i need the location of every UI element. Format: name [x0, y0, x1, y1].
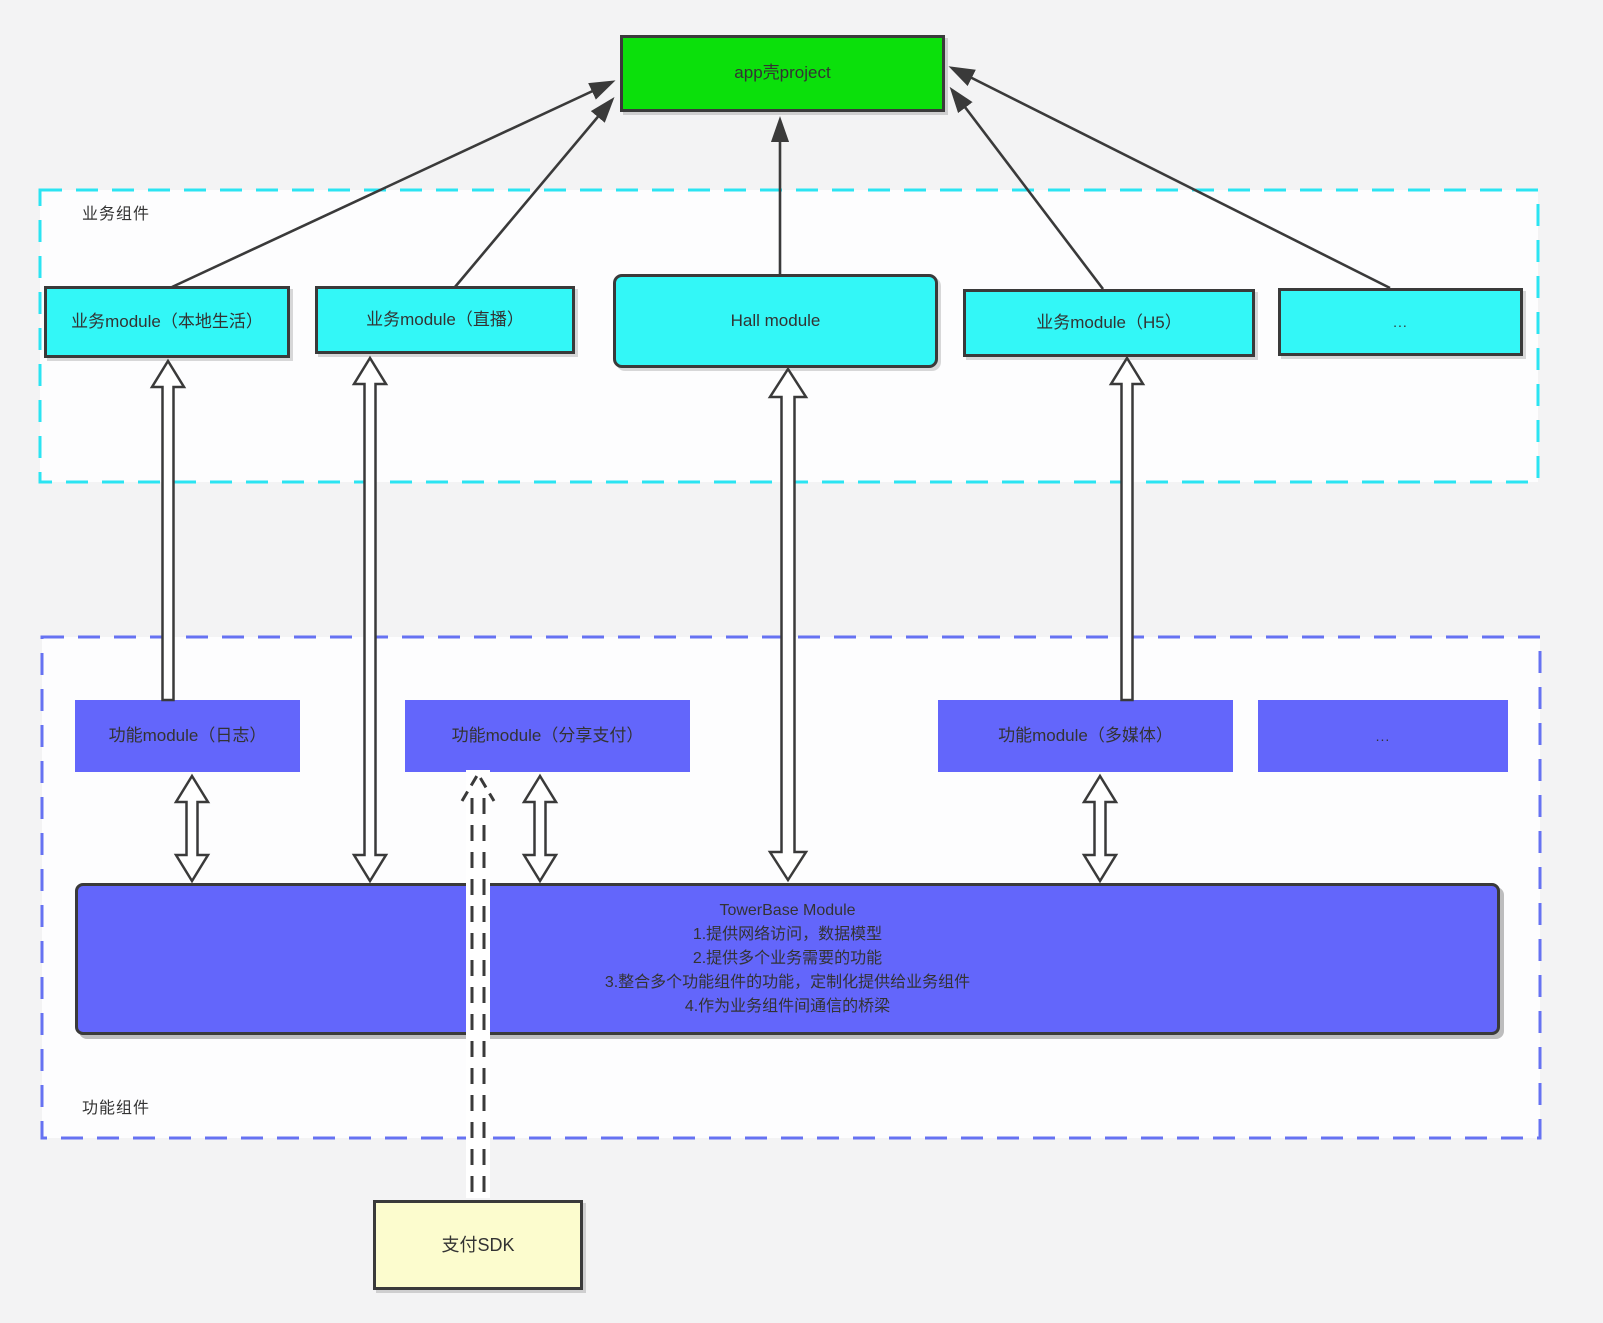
- node-pay-sdk: 支付SDK: [373, 1200, 583, 1290]
- node-business-live: 业务module（直播）: [315, 286, 575, 354]
- function-region-label: 功能组件: [82, 1100, 151, 1117]
- node-business-h5: 业务module（H5）: [963, 289, 1255, 357]
- towerbase-line: 3.整合多个功能组件的功能，定制化提供给业务组件: [604, 974, 971, 991]
- node-app-shell: app壳project: [620, 35, 945, 112]
- node-towerbase: TowerBase Module 1.提供网络访问，数据模型 2.提供多个业务需…: [75, 883, 1500, 1035]
- towerbase-line: 2.提供多个业务需要的功能: [692, 950, 883, 967]
- node-function-log: 功能module（日志）: [75, 700, 300, 772]
- node-function-share-pay: 功能module（分享支付）: [405, 700, 690, 772]
- business-region-label: 业务组件: [82, 206, 151, 223]
- node-function-multimedia: 功能module（多媒体）: [938, 700, 1233, 772]
- towerbase-title: TowerBase Module: [719, 902, 856, 919]
- towerbase-line: 1.提供网络访问，数据模型: [692, 926, 883, 943]
- node-business-more: ...: [1278, 288, 1523, 356]
- node-hall-module: Hall module: [613, 274, 938, 368]
- towerbase-line: 4.作为业务组件间通信的桥梁: [684, 998, 891, 1015]
- node-business-local-life: 业务module（本地生活）: [44, 286, 290, 358]
- node-function-more: ...: [1258, 700, 1508, 772]
